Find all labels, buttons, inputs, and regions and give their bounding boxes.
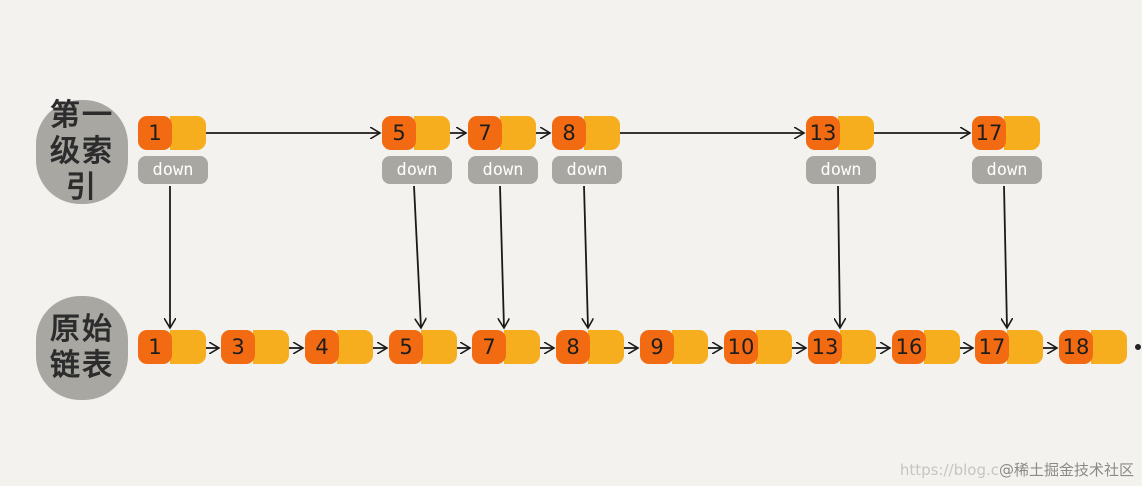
index-level-label: 第一级索引: [36, 98, 128, 205]
node-next-pointer: [840, 330, 876, 364]
watermark: https://blog.c@稀土掘金技术社区: [900, 459, 1134, 480]
node-key: 9: [640, 330, 674, 364]
original-list-label-text: 原始链表: [50, 312, 114, 383]
down-arrow: [1004, 185, 1007, 328]
node-next-pointer: [584, 116, 620, 150]
node-key: 16: [892, 330, 926, 364]
list-node: 5: [389, 330, 457, 364]
down-arrow: [413, 185, 421, 328]
list-node: 1: [138, 330, 206, 364]
down-pointer-tag: down: [468, 156, 538, 184]
node-next-pointer: [672, 330, 708, 364]
node-key: 7: [472, 330, 506, 364]
watermark-url: https://blog.c: [899, 461, 999, 479]
node-next-pointer: [414, 116, 450, 150]
index-node: 7: [468, 116, 536, 150]
node-next-pointer: [1004, 116, 1040, 150]
index-node: 5: [382, 116, 450, 150]
list-node: 9: [640, 330, 708, 364]
node-key: 7: [468, 116, 502, 150]
node-key: 18: [1059, 330, 1093, 364]
down-arrow: [584, 185, 588, 328]
down-pointer-tag: down: [972, 156, 1042, 184]
list-node: 18: [1059, 330, 1141, 364]
list-node: 17: [975, 330, 1043, 364]
down-pointer-tag: down: [138, 156, 208, 184]
node-next-pointer: [1091, 330, 1141, 364]
index-node: 8: [552, 116, 620, 150]
watermark-brand: @稀土掘金技术社区: [998, 461, 1134, 479]
node-key: 4: [305, 330, 339, 364]
node-key: 1: [138, 330, 172, 364]
node-key: 5: [389, 330, 423, 364]
node-next-pointer: [1007, 330, 1043, 364]
node-next-pointer: [421, 330, 457, 364]
down-pointer-tag: down: [552, 156, 622, 184]
node-key: 17: [975, 330, 1009, 364]
node-key: 13: [806, 116, 840, 150]
node-next-pointer: [337, 330, 373, 364]
list-node: 4: [305, 330, 373, 364]
node-next-pointer: [504, 330, 540, 364]
node-key: 5: [382, 116, 416, 150]
list-node: 8: [556, 330, 624, 364]
node-next-pointer: [924, 330, 960, 364]
list-node: 10: [724, 330, 792, 364]
node-key: 10: [724, 330, 758, 364]
node-next-pointer: [588, 330, 624, 364]
down-arrow: [838, 185, 840, 328]
node-key: 17: [972, 116, 1006, 150]
node-next-pointer: [756, 330, 792, 364]
list-node: 3: [221, 330, 289, 364]
node-key: 8: [556, 330, 590, 364]
node-next-pointer: [253, 330, 289, 364]
index-node: 1: [138, 116, 206, 150]
list-node: 16: [892, 330, 960, 364]
node-next-pointer: [500, 116, 536, 150]
list-node: 7: [472, 330, 540, 364]
original-list-label: 原始链表: [36, 296, 128, 400]
node-key: 3: [221, 330, 255, 364]
node-next-pointer: [170, 116, 206, 150]
node-next-pointer: [838, 116, 874, 150]
down-pointer-tag: down: [806, 156, 876, 184]
node-key: 13: [808, 330, 842, 364]
list-node: 13: [808, 330, 876, 364]
down-pointer-tag: down: [382, 156, 452, 184]
down-arrow: [500, 185, 504, 328]
index-node: 13: [806, 116, 874, 150]
index-node: 17: [972, 116, 1040, 150]
node-key: 1: [138, 116, 172, 150]
node-next-pointer: [170, 330, 206, 364]
node-key: 8: [552, 116, 586, 150]
null-pointer-dot: [1135, 344, 1141, 350]
index-level-label-text: 第一级索引: [50, 98, 114, 205]
